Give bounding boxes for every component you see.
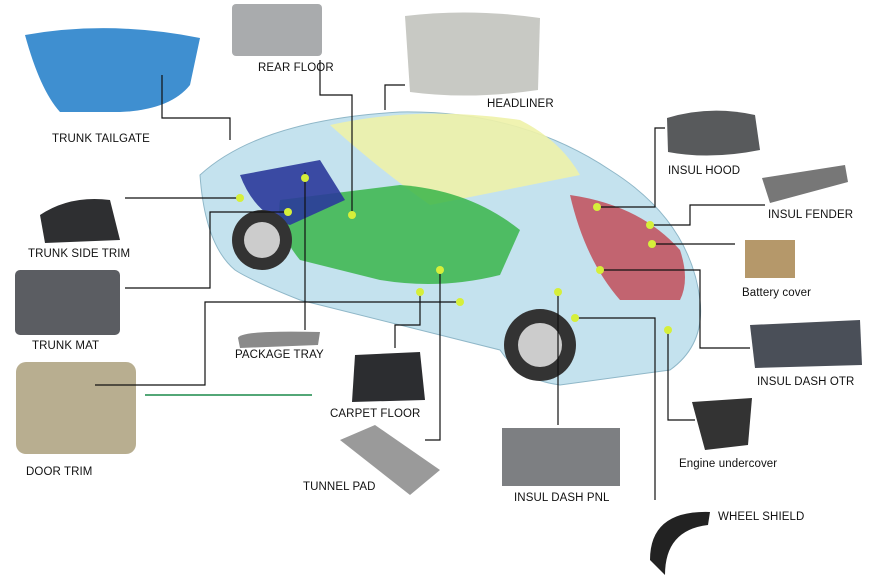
- leader-lines: [95, 60, 765, 500]
- trunk-area: [240, 160, 345, 225]
- insul-fender-image: [762, 165, 848, 203]
- trunk-side-trim-image: [40, 199, 120, 243]
- label-trunk-side-trim: TRUNK SIDE TRIM: [28, 248, 131, 260]
- label-trunk-mat: TRUNK MAT: [32, 340, 100, 352]
- headliner-image: [405, 12, 540, 96]
- engine-area: [570, 195, 685, 300]
- trunk-mat-image: [15, 270, 120, 335]
- label-tunnel-pad: TUNNEL PAD: [303, 481, 376, 493]
- label-trunk-tailgate: TRUNK TAILGATE: [52, 133, 150, 145]
- label-wheel-shield: WHEEL SHIELD: [718, 511, 805, 523]
- label-rear-floor: REAR FLOOR: [258, 62, 334, 74]
- label-battery-cover: Battery cover: [742, 287, 812, 299]
- label-insul-fender: INSUL FENDER: [768, 209, 854, 221]
- label-door-trim: DOOR TRIM: [26, 466, 93, 478]
- battery-cover-image: [745, 240, 795, 278]
- label-headliner: HEADLINER: [487, 98, 554, 110]
- label-carpet-floor: CARPET FLOOR: [330, 408, 421, 420]
- door-trim-image: [16, 362, 136, 454]
- wheel-shield-image: [650, 511, 710, 575]
- engine-undercover-image: [692, 398, 752, 450]
- headliner-area: [330, 113, 580, 205]
- label-insul-dash-otr: INSUL DASH OTR: [757, 376, 855, 388]
- insul-hood-image: [667, 110, 760, 156]
- leader-dots: [236, 174, 672, 334]
- trunk-tailgate-image: [25, 28, 200, 113]
- tunnel-pad-image: [340, 425, 440, 495]
- insul-dash-otr-image: [750, 320, 862, 368]
- insul-dash-pnl-image: [502, 428, 620, 486]
- carpet-floor-image: [352, 352, 425, 402]
- label-insul-dash-pnl: INSUL DASH PNL: [514, 492, 610, 504]
- package-tray-image: [238, 331, 320, 348]
- rear-floor-image: [232, 4, 322, 56]
- label-insul-hood: INSUL HOOD: [668, 165, 741, 177]
- carpet-area: [279, 185, 520, 284]
- label-package-tray: PACKAGE TRAY: [235, 349, 324, 361]
- label-engine-undercover: Engine undercover: [679, 458, 778, 470]
